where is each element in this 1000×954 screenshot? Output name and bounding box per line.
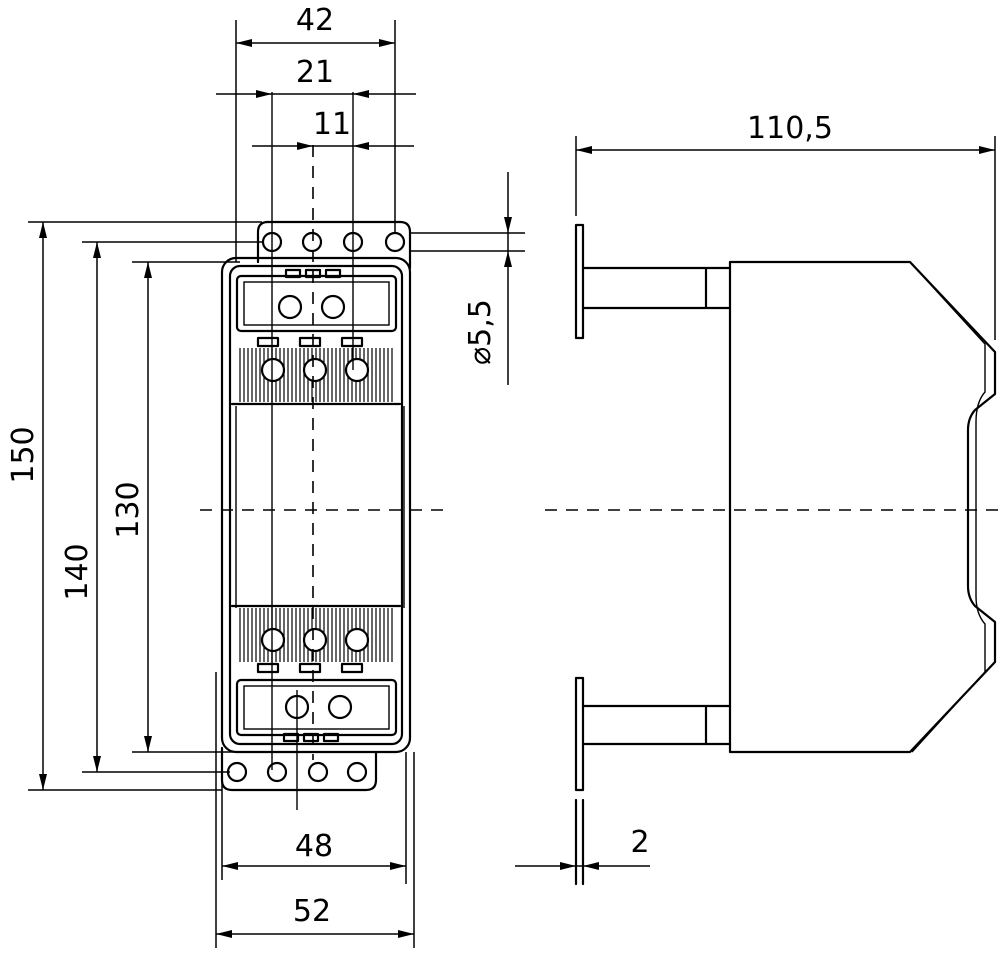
mounting-hole <box>384 231 406 253</box>
side-housing-inner <box>909 261 986 753</box>
terminal-screw <box>260 357 286 383</box>
terminal-clips <box>256 662 364 743</box>
dim-label-21: 21 <box>296 55 334 90</box>
dim-label-52: 52 <box>293 894 331 929</box>
mounting-hole <box>301 231 323 253</box>
mounting-hole <box>346 761 368 783</box>
front-view <box>200 92 445 810</box>
terminal-screw <box>320 294 346 320</box>
terminal-window <box>243 281 390 326</box>
terminal-screw <box>302 627 328 653</box>
bottom-mounting-holes <box>226 761 368 783</box>
bottom-terminal-block <box>230 604 402 743</box>
side-view <box>545 223 1000 886</box>
standoff-upper <box>581 266 732 310</box>
terminal-screw <box>344 627 370 653</box>
terminal-screw <box>260 627 286 653</box>
dim-label-150: 150 <box>6 426 41 483</box>
standoff-lower <box>581 704 732 746</box>
mounting-hole <box>266 761 288 783</box>
terminal-clips <box>256 268 364 348</box>
terminal-screw <box>277 294 303 320</box>
top-mounting-tab <box>256 220 412 270</box>
terminal-ribs <box>239 608 393 662</box>
side-housing <box>728 260 997 754</box>
dim-label-48: 48 <box>295 829 333 864</box>
dim-label-140: 140 <box>60 543 95 600</box>
terminal-screw <box>327 694 353 720</box>
terminal-screw <box>344 357 370 383</box>
front-dimensions: 42 21 11 150 140 130 <box>6 3 525 948</box>
dim-label-depth: 110,5 <box>747 111 833 146</box>
dim-label-130: 130 <box>111 481 146 538</box>
front-body-outline <box>220 256 412 754</box>
side-dimensions: 110,5 2 <box>515 111 996 870</box>
top-mounting-holes <box>261 231 406 253</box>
terminal-window <box>243 685 390 730</box>
dim-label-plate-thickness: 2 <box>630 825 649 860</box>
mounting-plate-lower <box>574 676 585 792</box>
terminal-cover <box>235 274 398 333</box>
top-terminal-block <box>230 268 402 406</box>
mounting-plate-upper <box>574 223 585 340</box>
dim-label-hole-diameter: ⌀5,5 <box>463 299 498 365</box>
terminal-cover <box>235 678 398 737</box>
terminal-screw <box>302 357 328 383</box>
dim-label-11: 11 <box>313 107 351 142</box>
mounting-hole <box>307 761 329 783</box>
mounting-hole <box>226 761 248 783</box>
front-body-inner <box>228 264 404 746</box>
dim-label-42: 42 <box>296 3 334 38</box>
